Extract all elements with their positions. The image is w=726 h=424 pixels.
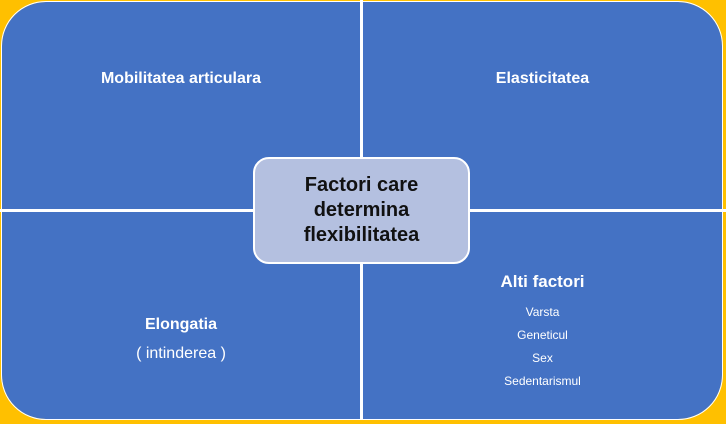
center-topic-text: Factori care determina flexibilitatea [304,173,420,248]
quadrant-subtitle-intinderea: ( intinderea ) [136,345,226,362]
quadrant-title-mobilitatea: Mobilitatea articulara [100,70,262,87]
quadrant-title-elongatia: Elongatia [144,316,217,333]
list-item: Geneticul [517,328,568,342]
quadrant-title-alti-factori: Alti factori [500,272,585,291]
center-topic-box: Factori care determina flexibilitatea [253,157,470,264]
center-line: flexibilitatea [303,224,420,246]
center-line: determina [313,199,410,221]
quadrant-title-elasticitatea: Elasticitatea [495,70,590,87]
list-item: Sex [532,351,553,365]
other-factors-list: Varsta Geneticul Sex Sedentarismul [363,301,722,393]
list-item: Sedentarismul [504,374,581,388]
list-item: Varsta [525,305,560,319]
quadrant-top-left: Mobilitatea articulara [2,2,360,209]
center-line: Factori care [304,174,419,196]
